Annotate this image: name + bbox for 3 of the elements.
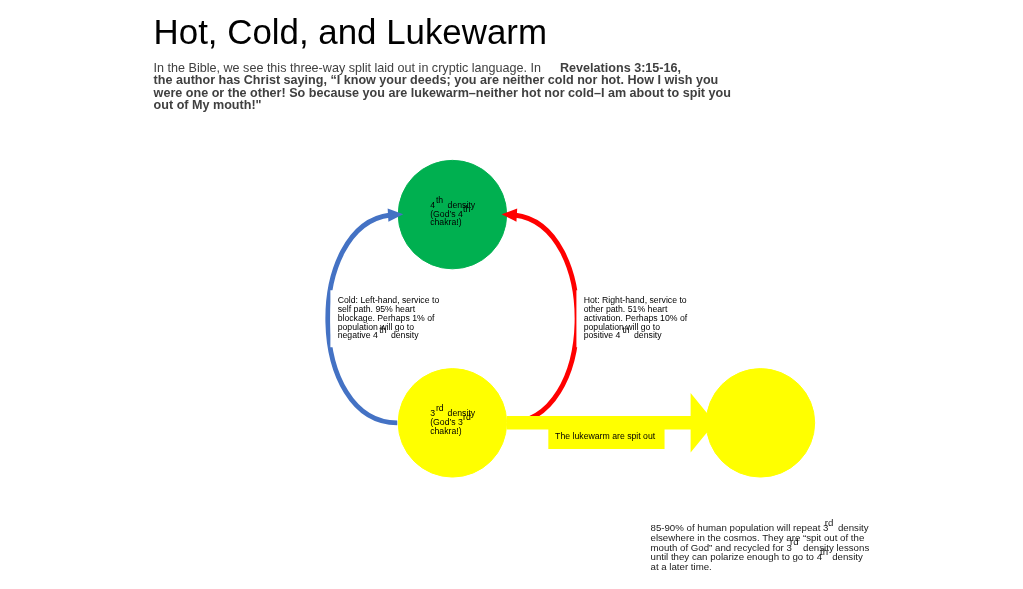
edge-label: The lukewarm are spit out bbox=[554, 431, 655, 442]
label: In the Bible, we see this three-way split laid out in cryptic language. In Revelations 3:15-16, the author has Christ saying, “I know your deeds; you are neither cold nor hot. How I wish you were one or the other! So because you are lukewarm–neither hot nor cold–I am about to spit you out of My mouth!" bbox=[153, 60, 731, 113]
diagram-title: Hot, Cold, and Lukewarm bbox=[153, 11, 547, 51]
